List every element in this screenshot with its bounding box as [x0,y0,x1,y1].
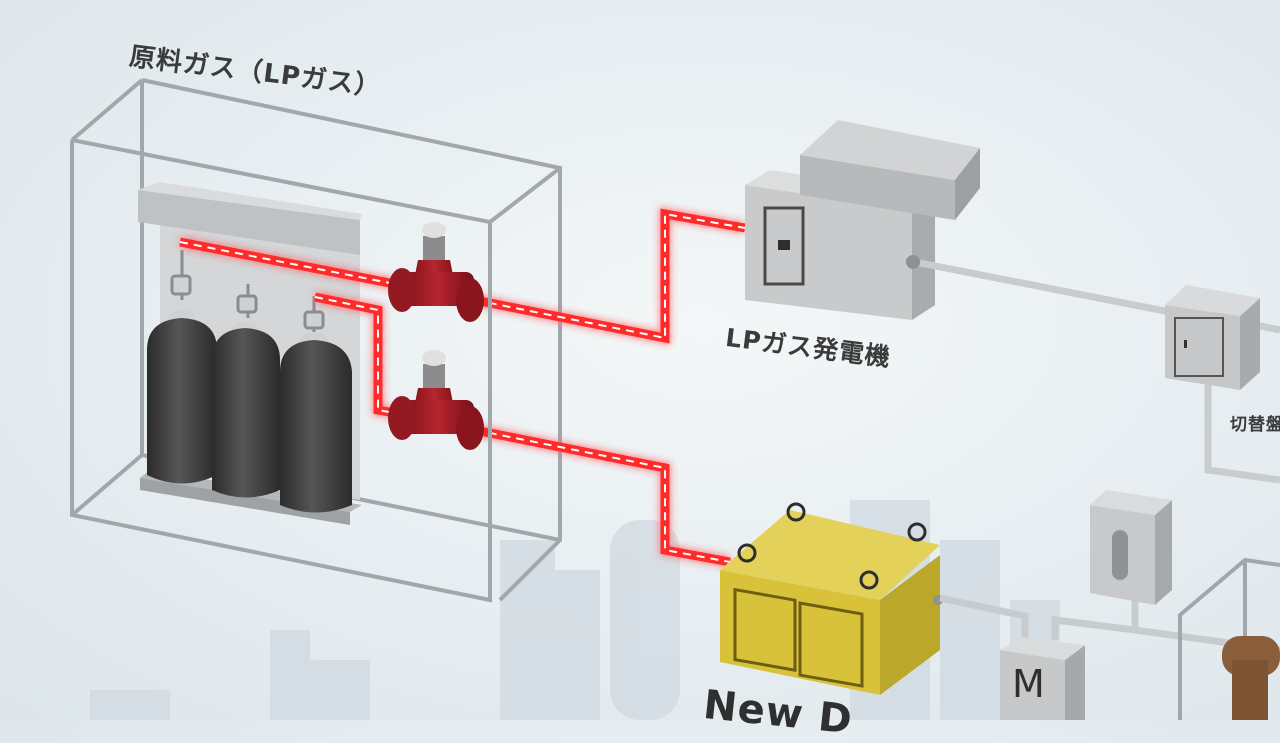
power-cable-lower-2 [1051,595,1139,640]
switchboard-label: 切替盤 [1230,415,1280,435]
gate-valve-icon [388,222,484,322]
gate-valve-icon [388,350,484,450]
switchboard [1165,285,1260,390]
motor-label: M [1012,662,1045,706]
gas-cylinder-icon [147,310,352,513]
power-cable-upper [919,259,1171,316]
cylinder-regulators [170,250,325,335]
right-enclosure [1178,557,1280,720]
system-diagram [70,78,1280,720]
control-box [1090,490,1172,605]
power-cable-switch [1204,380,1280,484]
motor-box [1000,637,1085,720]
new-device-unit [720,502,943,695]
gas-line-upper [179,208,746,344]
lp-gas-generator [745,120,980,320]
